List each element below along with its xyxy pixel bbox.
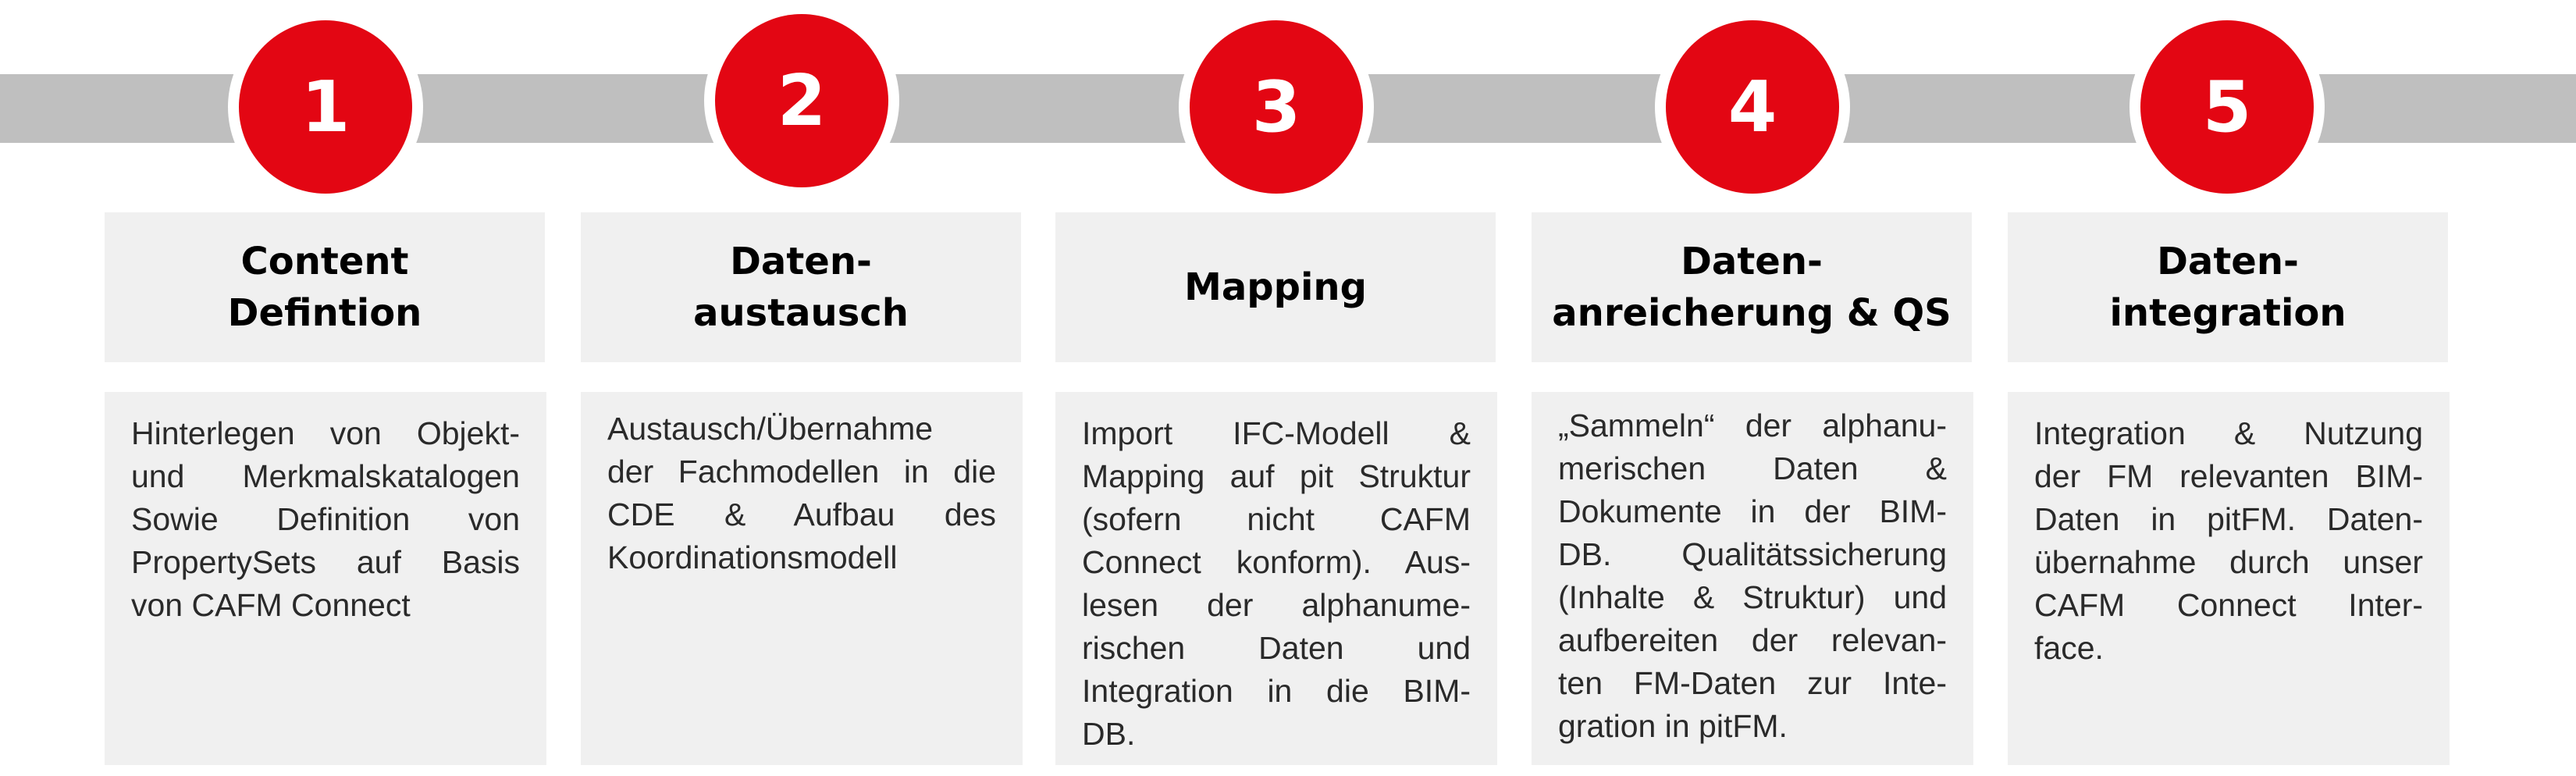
- step-3-number: 3: [1251, 66, 1301, 148]
- step-4-desc-line: gration in pitFM.: [1558, 708, 1788, 744]
- step-4-desc-line: DB. Qualitätssicherung: [1558, 536, 1947, 572]
- step-4-title-line: Daten-: [1681, 240, 1823, 283]
- step-1-desc-line: Hinterlegen von Objekt-: [131, 415, 520, 451]
- step-5-desc-line: face.: [2034, 630, 2104, 666]
- step-3-desc-line: Mapping auf pit Struktur: [1082, 458, 1471, 494]
- step-1-title-box: Content Defintion: [105, 212, 545, 362]
- step-3-desc-line: DB.: [1082, 716, 1136, 752]
- step-4-desc-line: (Inhalte & Struktur) und: [1558, 579, 1947, 615]
- step-5-title-line: integration: [2109, 291, 2347, 335]
- step-3-number-circle: 3: [1190, 20, 1363, 194]
- step-1-description-box: Hinterlegen von Objekt- und Merkmalskata…: [105, 392, 546, 765]
- step-3-desc-line: rischen Daten und: [1082, 630, 1471, 666]
- step-3-title-line: Mapping: [1184, 265, 1367, 309]
- step-3-desc-line: lesen der alphanume-: [1082, 587, 1471, 623]
- step-2-title-box: Daten- austausch: [581, 212, 1021, 362]
- step-3-description-box: Import IFC-Modell & Mapping auf pit Stru…: [1055, 392, 1497, 765]
- step-4-desc-line: „Sammeln“ der alphanu-: [1558, 408, 1947, 443]
- step-4-number: 4: [1727, 66, 1777, 148]
- step-1-desc-line: PropertySets auf Basis: [131, 544, 520, 580]
- step-5-desc-line: CAFM Connect Inter-: [2034, 587, 2423, 623]
- step-5-title-line: Daten-: [2157, 240, 2299, 283]
- step-1-desc-line: und Merkmalskatalogen: [131, 458, 520, 494]
- step-4-desc-line: aufbereiten der relevan-: [1558, 622, 1947, 658]
- step-2-number-circle: 2: [715, 14, 888, 187]
- step-3-desc-line: (sofern nicht CAFM: [1082, 501, 1471, 537]
- step-5-desc-line: der FM relevanten BIM-: [2034, 458, 2423, 494]
- step-2-desc-line: Koordinationsmodell: [607, 539, 898, 575]
- step-2-description-box: Austausch/Übernahme der Fachmodellen in …: [581, 392, 1023, 765]
- step-3-desc-line: Connect konform). Aus-: [1082, 544, 1471, 580]
- step-4-desc-line: ten FM-Daten zur Inte-: [1558, 665, 1947, 701]
- step-3-desc-line: Integration in die BIM-: [1082, 673, 1471, 709]
- step-2-number: 2: [777, 59, 827, 142]
- step-4-description-box: „Sammeln“ der alphanu- merischen Daten &…: [1532, 392, 1973, 765]
- step-1-number: 1: [301, 66, 350, 148]
- step-1-title-line: Defintion: [227, 291, 422, 335]
- step-5-number: 5: [2202, 66, 2252, 148]
- step-1-title-line: Content: [240, 240, 409, 283]
- step-2-desc-line: der Fachmodellen in die: [607, 454, 996, 489]
- step-2-title-line: austausch: [693, 291, 909, 335]
- step-5-desc-line: übernahme durch unser: [2034, 544, 2423, 580]
- step-2-desc-line: CDE & Aufbau des: [607, 497, 996, 532]
- step-3-title-box: Mapping: [1055, 212, 1496, 362]
- step-4-title-line: anreicherung & QS: [1552, 291, 1952, 335]
- step-5-title-box: Daten- integration: [2008, 212, 2448, 362]
- step-1-desc-line: Sowie Definition von: [131, 501, 520, 537]
- step-4-number-circle: 4: [1666, 20, 1839, 194]
- step-5-desc-line: Integration & Nutzung: [2034, 415, 2423, 451]
- step-1-number-circle: 1: [239, 20, 412, 194]
- step-4-title-box: Daten- anreicherung & QS: [1532, 212, 1972, 362]
- step-5-desc-line: Daten in pitFM. Daten-: [2034, 501, 2423, 537]
- step-4-desc-line: merischen Daten &: [1558, 450, 1947, 486]
- step-2-desc-line: Austausch/Übernahme: [607, 411, 934, 447]
- step-4-desc-line: Dokumente in der BIM-: [1558, 493, 1947, 529]
- step-5-description-box: Integration & Nutzung der FM relevanten …: [2008, 392, 2450, 765]
- step-2-title-line: Daten-: [730, 240, 872, 283]
- step-3-desc-line: Import IFC-Modell &: [1082, 415, 1471, 451]
- step-1-desc-line: von CAFM Connect: [131, 587, 411, 623]
- step-5-number-circle: 5: [2140, 20, 2314, 194]
